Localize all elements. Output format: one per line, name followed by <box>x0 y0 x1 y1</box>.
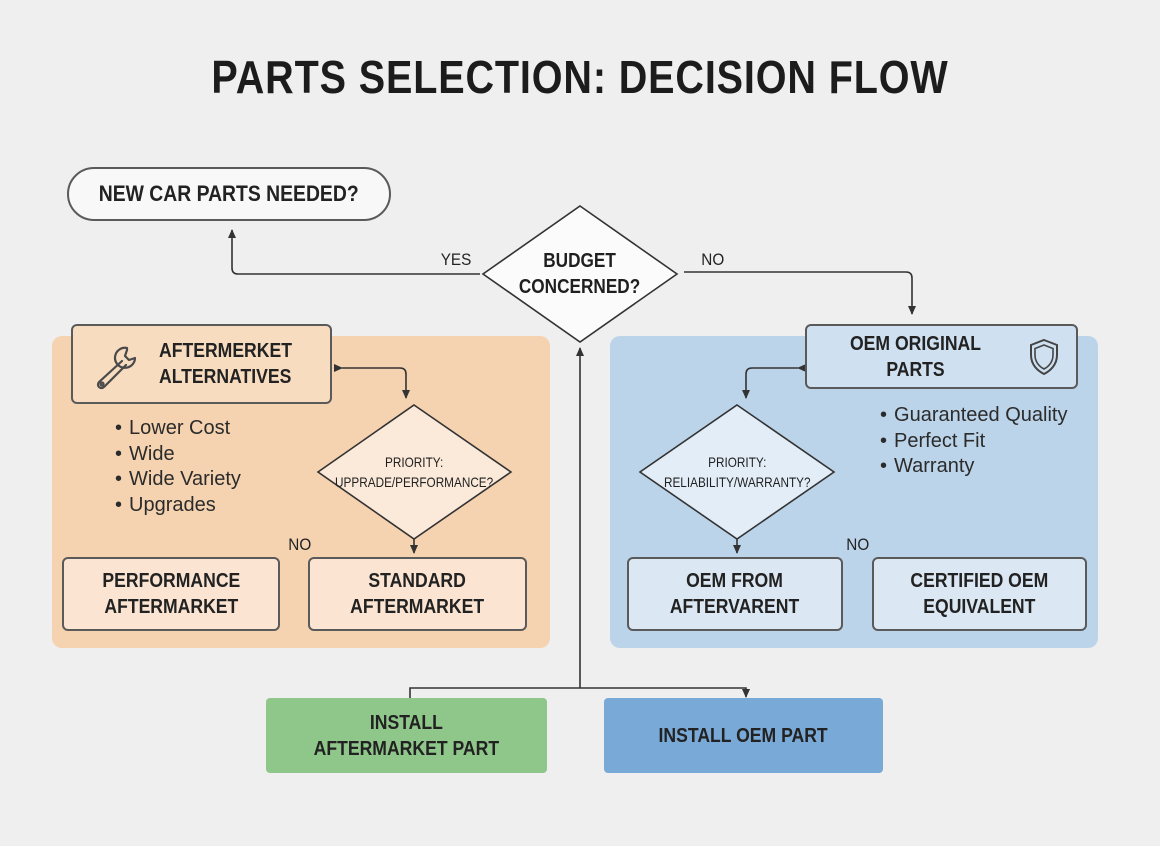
list-item: Lower Cost <box>115 416 241 442</box>
standard-aftermarket-box: STANDARD AFTERMARKET <box>308 557 527 631</box>
oem-benefits-list: Guaranteed Quality Perfect Fit Warranty <box>880 403 1067 480</box>
list-item: Upgrades <box>115 493 241 519</box>
budget-diamond <box>481 205 679 343</box>
aftermarket-priority-connector <box>334 364 410 399</box>
priority-right-diamond <box>638 404 836 540</box>
aftermarket-benefits-list: Lower Cost Wide Wide Variety Upgrades <box>115 416 241 518</box>
oem-from-aftervarent-box: OEM FROM AFTERVARENT <box>627 557 843 631</box>
install-aftermarket-part-box: INSTALL AFTERMARKET PART <box>266 698 547 773</box>
no-label-right: NO <box>846 535 870 554</box>
list-item: Guaranteed Quality <box>880 403 1067 429</box>
budget-decision-label: BUDGET CONCERNED? <box>519 250 641 298</box>
yes-label: YES <box>440 250 472 269</box>
oem-original-parts-box: OEM ORIGINAL PARTS <box>805 324 1078 389</box>
shield-icon <box>1030 338 1058 376</box>
yes-connector <box>228 229 480 275</box>
page-title: PARTS SELECTION: DECISION FLOW <box>211 51 949 103</box>
wrench-icon <box>96 346 137 390</box>
oem-priority-connector <box>742 364 806 399</box>
certified-oem-equivalent-box: CERTIFIED OEM EQUIVALENT <box>872 557 1087 631</box>
list-item: Perfect Fit <box>880 429 1067 455</box>
start-node: NEW CAR PARTS NEEDED? <box>67 167 391 221</box>
aftermarket-alternatives-box: AFTERMERKET ALTERNATIVES <box>71 324 332 404</box>
list-item: Wide Variety <box>115 467 241 493</box>
no-connector-top <box>684 271 916 315</box>
install-branch <box>409 687 750 698</box>
priority-left-diamond <box>316 404 513 540</box>
priority-right-label: PRIORITY: RELIABILITY/WARRANTY? <box>663 454 811 490</box>
install-oem-part-box: INSTALL OEM PART <box>604 698 883 773</box>
no-label-top: NO <box>701 250 725 269</box>
list-item: Wide <box>115 442 241 468</box>
performance-aftermarket-box: PERFORMANCE AFTERMARKET <box>62 557 280 631</box>
no-label-left: NO <box>288 535 312 554</box>
priority-left-label: PRIORITY: UPPRADE/PERFORMANCE? <box>334 454 494 490</box>
list-item: Warranty <box>880 454 1067 480</box>
